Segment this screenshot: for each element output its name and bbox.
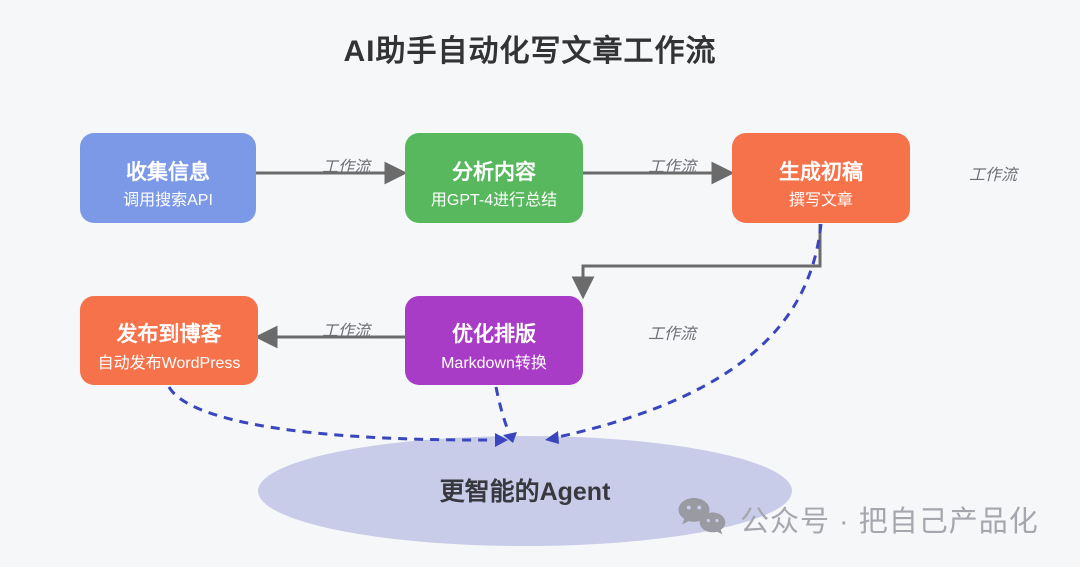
edge-label-format-publish: 工作流: [321, 323, 371, 340]
wechat-icon: [678, 498, 726, 535]
node-collect-info: 收集信息 调用搜索API: [80, 133, 256, 223]
arrowhead-collect-to-analyze: [384, 161, 408, 185]
node-analyze-content: 分析内容 用GPT-4进行总结: [405, 133, 583, 223]
arrowhead-analyze-to-draft: [711, 161, 735, 185]
dashed-link-format-to-agent: [494, 386, 511, 434]
edge-label-draft-format: 工作流: [647, 326, 697, 343]
node-generate-draft: 生成初稿 撰写文章: [732, 133, 910, 223]
node-title: 分析内容: [452, 160, 536, 184]
edge-label-analyze-draft: 工作流: [647, 159, 697, 176]
page-title: AI助手自动化写文章工作流: [343, 35, 717, 68]
node-publish-blog: 发布到博客 自动发布WordPress: [80, 296, 258, 385]
watermark: 公众号 · 把自己产品化: [678, 497, 1039, 541]
arrowhead-format-to-publish: [254, 325, 278, 349]
node-title: 发布到博客: [116, 323, 222, 347]
dashed-arrowhead-draft: [545, 431, 559, 444]
edge-label-collect-analyze: 工作流: [321, 159, 371, 176]
node-subtitle: 自动发布WordPress: [97, 354, 241, 372]
dashed-arrowhead-publish: [495, 433, 508, 447]
node-title: 优化排版: [452, 323, 536, 347]
node-title: 生成初稿: [779, 160, 863, 184]
dashed-arrowhead-format: [503, 432, 517, 443]
node-title: 收集信息: [126, 160, 210, 184]
node-subtitle: 撰写文章: [788, 192, 853, 210]
arrow-draft-to-format: [581, 224, 822, 280]
edge-label-draft-right: 工作流: [968, 167, 1018, 184]
node-subtitle: Markdown转换: [441, 354, 547, 372]
agent-ellipse-label: 更智能的Agent: [439, 478, 611, 506]
node-optimize-format: 优化排版 Markdown转换: [405, 296, 583, 385]
dashed-link-publish-to-agent: [167, 386, 495, 442]
watermark-text: 公众号 · 把自己产品化: [740, 506, 1039, 538]
dashed-link-draft-to-agent: [557, 223, 823, 439]
arrowhead-draft-to-format: [571, 276, 595, 300]
node-subtitle: 调用搜索API: [123, 192, 213, 210]
node-subtitle: 用GPT-4进行总结: [430, 192, 558, 210]
